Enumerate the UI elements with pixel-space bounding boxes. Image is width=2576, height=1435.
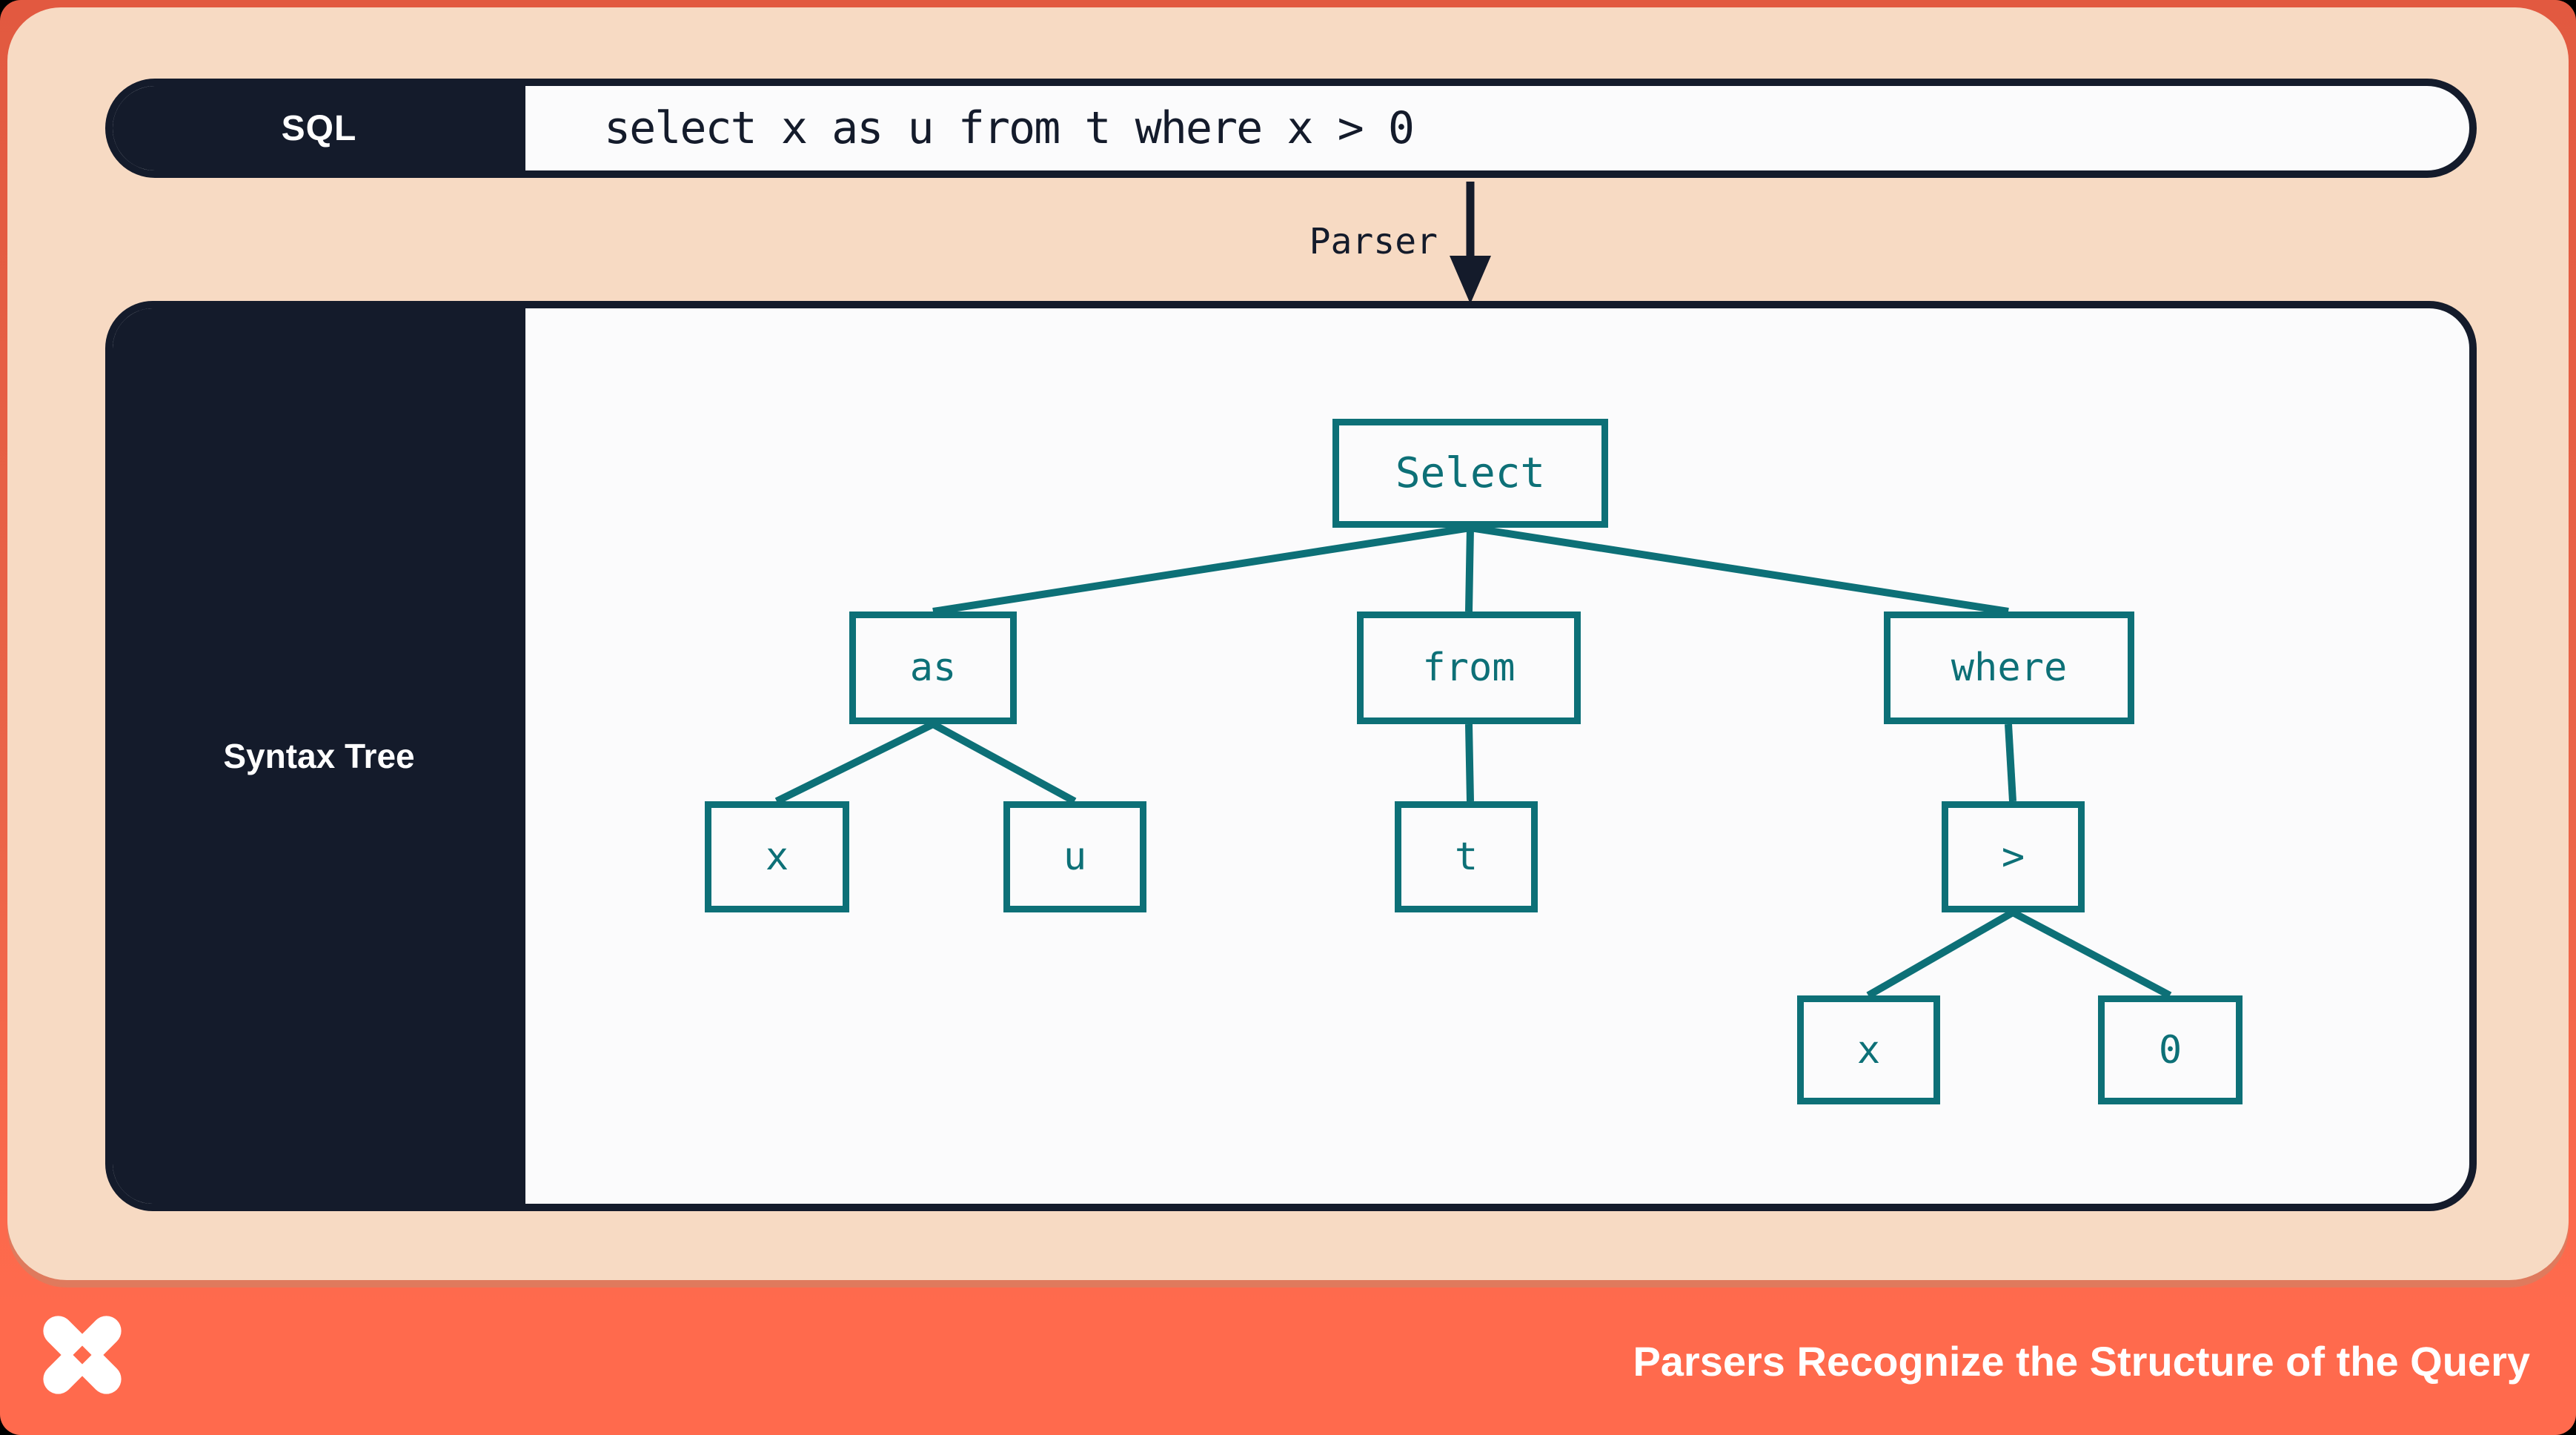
tree-node-label: >	[2001, 835, 2025, 879]
tree-node-greater-than: >	[1942, 801, 2085, 912]
tree-node-zero: 0	[2098, 995, 2243, 1104]
tree-node-select: Select	[1332, 419, 1608, 528]
tree-node-label: t	[1454, 835, 1478, 879]
parser-label: Parser	[1309, 221, 1438, 262]
syntax-tree-box: Syntax Tree	[105, 301, 2477, 1211]
footer-caption: Parsers Recognize the Structure of the Q…	[1633, 1338, 2530, 1385]
footer-bar: Parsers Recognize the Structure of the Q…	[0, 1287, 2576, 1435]
tree-node-x: x	[705, 801, 849, 912]
tree-node-label: as	[909, 646, 957, 690]
tree-node-label: 0	[2158, 1027, 2182, 1073]
sql-bar: SQL select x as u from t where x > 0	[105, 79, 2477, 178]
sql-bar-label: SQL	[113, 86, 525, 170]
tree-node-label: Select	[1395, 449, 1546, 497]
tree-node-where: where	[1884, 612, 2134, 724]
tree-node-label: x	[1856, 1027, 1881, 1073]
tree-node-x: x	[1797, 995, 1940, 1104]
tree-node-from: from	[1357, 612, 1581, 724]
tree-node-as: as	[849, 612, 1017, 724]
tree-node-t: t	[1395, 801, 1538, 912]
tree-node-label: x	[765, 835, 789, 879]
tree-node-u: u	[1003, 801, 1146, 912]
sql-query-text: select x as u from t where x > 0	[604, 102, 1415, 154]
tree-node-label: where	[1951, 646, 2068, 690]
syntax-tree-label: Syntax Tree	[113, 308, 525, 1204]
x-star-logo-icon	[43, 1316, 122, 1394]
tree-node-label: u	[1063, 835, 1087, 879]
tree-node-label: from	[1422, 646, 1516, 690]
